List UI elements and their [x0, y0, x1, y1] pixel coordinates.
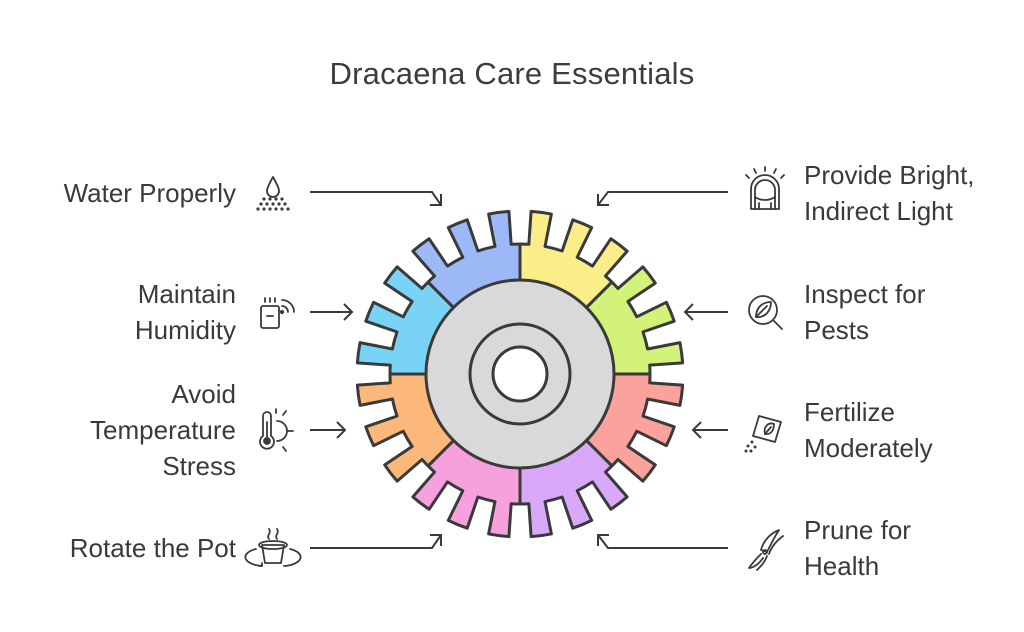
label-prune-line: Prune for	[804, 515, 911, 545]
label-light: Provide Bright, Indirect Light	[804, 157, 975, 229]
label-humidity-line: Maintain	[137, 279, 236, 309]
label-temperature-line: Avoid	[171, 379, 236, 409]
magnifier-leaf-icon	[748, 295, 783, 330]
label-light-line: Provide Bright,	[804, 160, 975, 190]
arrow-water	[310, 191, 442, 206]
label-fertilize-line: Fertilize	[804, 397, 896, 427]
thermometer-sun-icon	[259, 408, 294, 452]
arrow-light	[597, 191, 728, 206]
arrow-prune	[597, 534, 728, 549]
label-pests-line: Inspect for	[804, 279, 926, 309]
arrow-pests	[683, 303, 728, 321]
label-temperature-line: Stress	[162, 451, 236, 481]
pruning-shears-icon	[748, 529, 784, 571]
arrow-humidity	[310, 303, 354, 321]
label-rotate: Rotate the Pot	[70, 530, 236, 566]
label-water: Water Properly	[64, 175, 236, 211]
label-pests-line: Pests	[804, 315, 870, 345]
label-temperature-line: Temperature	[90, 415, 236, 445]
fertilizer-bag-icon	[744, 415, 782, 453]
humidifier-icon	[260, 297, 295, 329]
label-water-line: Water Properly	[63, 178, 236, 208]
window-light-icon	[745, 166, 785, 210]
rotating-pot-icon	[244, 528, 302, 567]
label-humidity-line: Humidity	[134, 315, 236, 345]
gear-hub-hole	[491, 345, 549, 403]
diagram-title: Dracaena Care Essentials	[329, 56, 695, 91]
label-light-line: Indirect Light	[804, 196, 953, 226]
label-rotate-line: Rotate the Pot	[69, 533, 236, 563]
arrow-fertilize	[691, 421, 728, 439]
water-drops-icon	[256, 176, 290, 211]
arrow-rotate	[310, 534, 442, 549]
arrow-temperature	[310, 421, 347, 439]
label-prune-line: Health	[804, 551, 880, 581]
label-fertilize-line: Moderately	[804, 433, 933, 463]
